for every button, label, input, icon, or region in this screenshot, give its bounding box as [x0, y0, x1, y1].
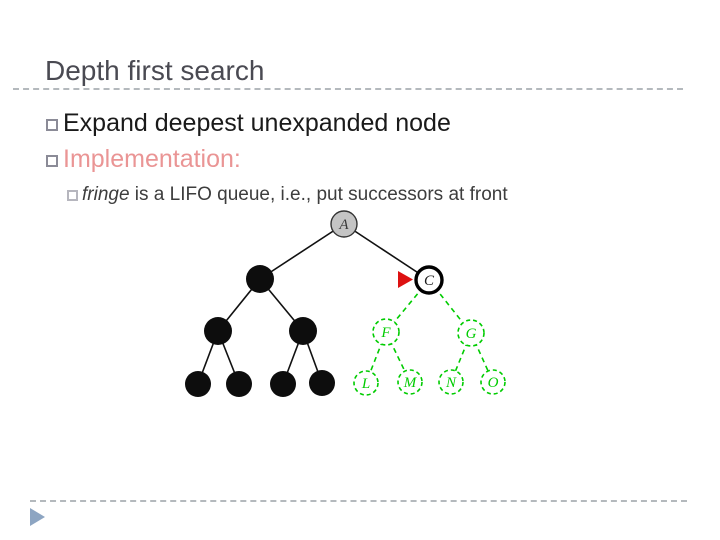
tree-node-H2	[226, 371, 252, 397]
fringe-italic-word: fringe	[82, 184, 130, 205]
square-bullet-icon	[46, 119, 58, 131]
tree-node-L	[353, 370, 379, 396]
tree-node-label-N: N	[445, 375, 457, 391]
bullet-fringe-text: fringe is a LIFO queue, i.e., put succes…	[82, 182, 508, 208]
tree-node-B	[246, 265, 274, 293]
page-title: Depth first search	[45, 55, 265, 86]
bullet-list: Expand deepest unexpanded node Implement…	[46, 106, 666, 208]
tree-node-label-C: C	[424, 273, 435, 289]
fringe-rest-text: is a LIFO queue, i.e., put successors at…	[129, 184, 508, 205]
tree-node-H1	[185, 371, 211, 397]
bullet-implementation: Implementation:	[46, 142, 666, 176]
bullet-expand-text: Expand deepest unexpanded node	[63, 109, 451, 137]
tree-node-A	[330, 210, 358, 238]
tree-node-label-G: G	[466, 326, 477, 342]
tree-node-O	[480, 369, 506, 395]
tree-node-G	[457, 319, 485, 347]
bullet-implementation-text: Implementation:	[63, 145, 241, 173]
tree-node-M	[397, 369, 423, 395]
tree-node-label-M: M	[403, 375, 418, 391]
footer-divider	[30, 500, 687, 502]
play-triangle-icon	[30, 508, 45, 526]
tree-node-N	[438, 369, 464, 395]
tree-node-D	[204, 317, 232, 345]
square-bullet-icon	[67, 190, 78, 201]
tree-node-label-A: A	[338, 217, 349, 233]
tree-node-H3	[270, 371, 296, 397]
tree-node-label-F: F	[380, 325, 391, 341]
square-bullet-icon	[46, 155, 58, 167]
tree-node-F	[372, 318, 400, 346]
tree-node-E	[289, 317, 317, 345]
bullet-expand: Expand deepest unexpanded node	[46, 106, 666, 140]
bullet-fringe: fringe is a LIFO queue, i.e., put succes…	[46, 182, 666, 208]
tree-node-label-O: O	[488, 375, 499, 391]
tree-node-H4	[309, 370, 335, 396]
tree-node-label-L: L	[361, 376, 370, 392]
current-node-arrow-icon	[398, 271, 413, 288]
title-divider	[13, 88, 683, 90]
tree-node-C	[414, 265, 444, 295]
